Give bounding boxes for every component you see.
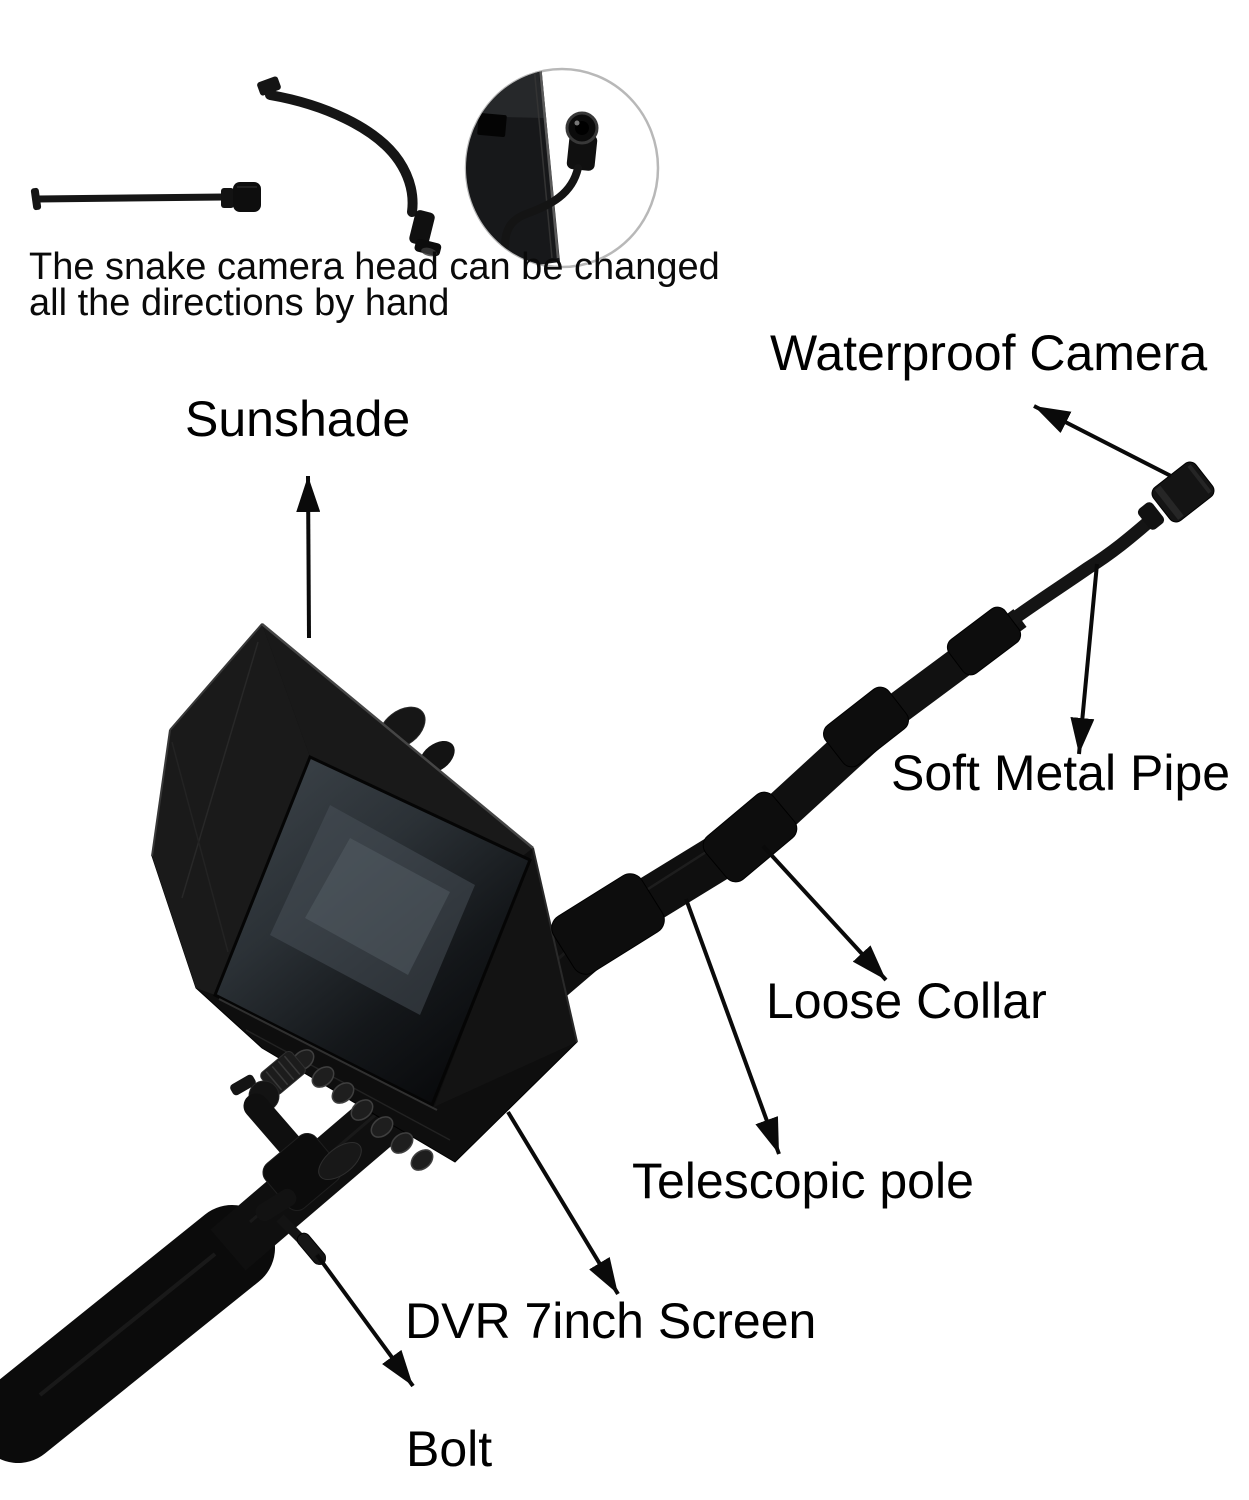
label-telescopic-pole: Telescopic pole xyxy=(632,1153,974,1209)
screen-reflection xyxy=(270,805,475,1015)
inset-caption: The snake camera head can be changed all… xyxy=(29,246,720,324)
sunshade-left-flap xyxy=(152,624,310,995)
sunshade-right-flap xyxy=(434,848,577,1107)
dvr-monitor xyxy=(151,623,578,1171)
annotation-arrows xyxy=(296,404,1172,1388)
label-bolt: Bolt xyxy=(406,1421,493,1477)
label-waterproof-camera: Waterproof Camera xyxy=(770,325,1208,381)
sunshade-hood xyxy=(262,624,533,858)
foam-grip xyxy=(0,1205,275,1463)
snake-camera-head-icon xyxy=(409,210,435,246)
loose-collar-1 xyxy=(551,873,665,975)
loose-collar-4 xyxy=(946,606,1022,676)
control-buttons xyxy=(291,1049,434,1171)
pole-upper-sections xyxy=(551,461,1215,975)
label-loose-collar: Loose Collar xyxy=(766,973,1047,1029)
dvr-screen-arrow xyxy=(506,1110,620,1296)
telescopic-pole-arrow xyxy=(684,898,781,1155)
soft-metal-pipe-arrow xyxy=(1070,563,1099,755)
loose-collar-2 xyxy=(702,791,798,883)
inset-magnifier-circle xyxy=(464,67,660,269)
label-soft-metal-pipe: Soft Metal Pipe xyxy=(891,745,1231,801)
pole-clamp xyxy=(230,1074,362,1265)
soft-metal-pipe xyxy=(1005,512,1159,627)
inset-flexible-snake-camera xyxy=(257,76,442,257)
waterproof-camera-head xyxy=(1137,461,1215,530)
inset-straight-snake-camera xyxy=(30,182,261,212)
label-sunshade: Sunshade xyxy=(185,391,411,447)
waterproof-camera-arrow xyxy=(1033,404,1172,478)
snake-camera-head-icon xyxy=(233,182,261,212)
loose-collar-arrow xyxy=(761,844,888,982)
clamp-screw-knob xyxy=(318,1142,362,1180)
sunshade-arrow xyxy=(296,475,321,639)
camera-neck xyxy=(221,188,234,208)
bolt-arrow xyxy=(315,1253,415,1388)
inset-caption-line1: The snake camera head can be changed xyxy=(29,246,720,288)
label-dvr-screen: DVR 7inch Screen xyxy=(405,1293,817,1349)
flexible-cable xyxy=(501,164,582,250)
loose-collar-3 xyxy=(823,686,909,768)
inset-caption-line2: all the directions by hand xyxy=(29,282,450,324)
